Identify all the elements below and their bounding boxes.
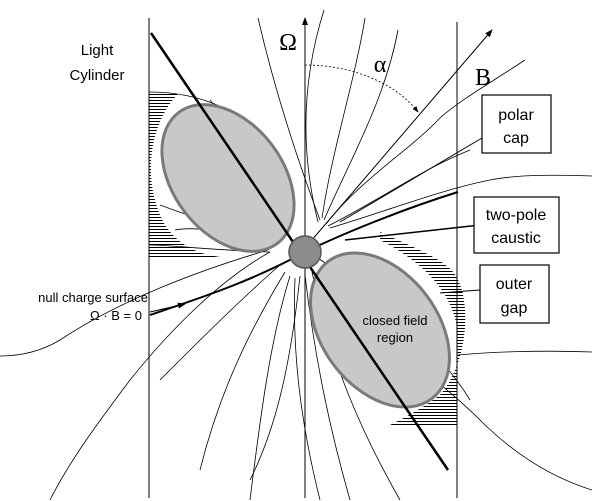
polar-cap-box: polar cap bbox=[482, 95, 551, 153]
omega-label: Ω bbox=[279, 30, 297, 56]
null-charge-label-line1: null charge surface bbox=[38, 290, 148, 305]
polar-cap-label-line2: cap bbox=[503, 130, 529, 147]
null-charge-label-line2: Ω · B = 0 bbox=[90, 308, 142, 323]
outer-gap-label-line2: gap bbox=[501, 300, 528, 317]
b-field-label: B bbox=[475, 65, 491, 91]
closed-field-label-line2: region bbox=[377, 330, 413, 345]
two-pole-caustic-box: two-pole caustic bbox=[474, 197, 559, 253]
null-charge-pointer bbox=[150, 304, 185, 312]
neutron-star bbox=[289, 236, 321, 268]
light-cylinder-label-line2: Cylinder bbox=[69, 67, 124, 84]
alpha-label: α bbox=[374, 52, 387, 78]
two-pole-caustic-label-line1: two-pole bbox=[486, 207, 547, 224]
two-pole-caustic-label-line2: caustic bbox=[491, 230, 541, 247]
outer-gap-label-line1: outer bbox=[496, 276, 533, 293]
polar-cap-label-line1: polar bbox=[498, 107, 534, 124]
polar-cap-pointer bbox=[340, 138, 482, 222]
outer-gap-box: outer gap bbox=[480, 265, 549, 323]
b-field-arrow bbox=[305, 30, 492, 248]
closed-field-label-line1: closed field bbox=[362, 313, 427, 328]
light-cylinder-label-line1: Light bbox=[81, 42, 114, 59]
alpha-arc bbox=[305, 65, 418, 112]
caustic-pointer bbox=[345, 225, 480, 240]
